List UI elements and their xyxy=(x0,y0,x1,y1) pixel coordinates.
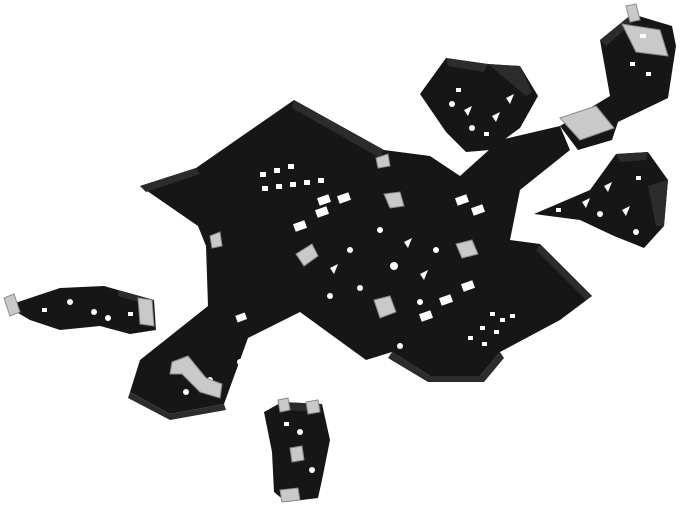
plate-holes xyxy=(183,164,515,395)
left-rocker-guard xyxy=(3,286,156,334)
front-skid-plate xyxy=(559,3,676,150)
front-a-arm-guard xyxy=(420,58,538,152)
main-skid-plate xyxy=(128,100,592,420)
main-plate-brackets xyxy=(169,153,479,399)
rear-a-arm-guard xyxy=(534,152,668,248)
rear-center-guard xyxy=(264,397,330,503)
